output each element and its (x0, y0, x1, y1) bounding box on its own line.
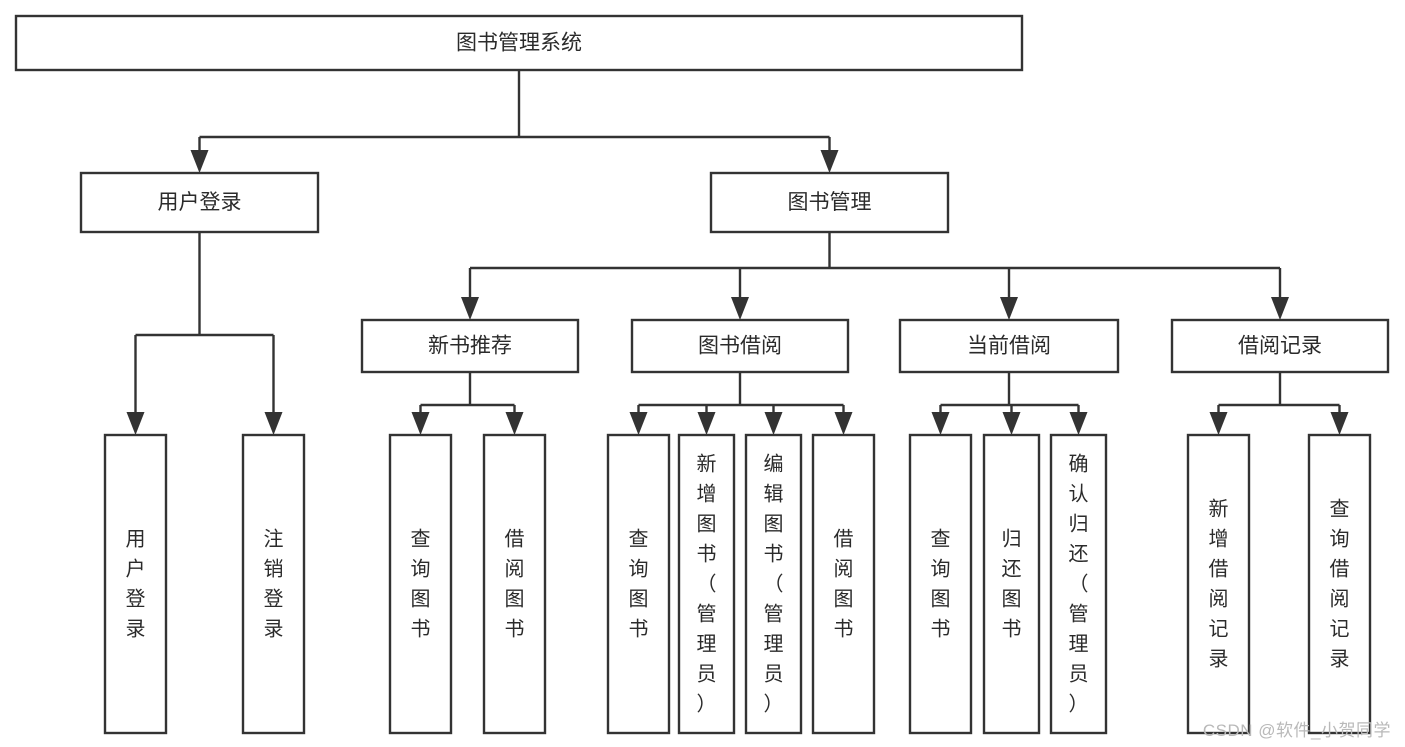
level3-node-3[interactable]: 借阅记录 (1170, 318, 1390, 374)
leaf-node-box[interactable] (811, 433, 876, 735)
leaf-node-2[interactable]: 查询图书 (388, 433, 453, 735)
link-l3-0-to-leaf-0-arrowhead (411, 412, 430, 435)
link-l3-1-to-leaf-1-arrowhead (697, 412, 716, 435)
leaf-node-label: 用户登录 (126, 529, 146, 641)
leaf-node-label: 查询图书 (629, 528, 649, 641)
leaf-node-label: 确认归还（管理员） (1069, 453, 1089, 716)
leaf-node-box[interactable] (482, 433, 547, 735)
link-l3-0-to-leaf-1-arrowhead (505, 412, 524, 435)
link-l3-2-to-leaf-0-arrowhead (931, 412, 950, 435)
level2-node-label: 用户登录 (158, 191, 242, 214)
leaf-node-5[interactable]: 新增图书（管理员） (677, 433, 736, 735)
leaf-node-11[interactable]: 新增借阅记录 (1186, 433, 1251, 735)
link-mgmt-to-l3-2-arrowhead (1000, 297, 1018, 320)
link-l3-3-to-leaf-1-arrowhead (1330, 412, 1349, 435)
level2-node-1[interactable]: 图书管理 (709, 171, 950, 234)
connector-group (126, 70, 1349, 435)
root-node-label: 图书管理系统 (456, 32, 582, 55)
leaf-node-label: 新增借阅记录 (1209, 498, 1229, 671)
link-root-to-l2-1-arrowhead (820, 150, 839, 173)
level3-node-1[interactable]: 图书借阅 (630, 318, 850, 374)
leaf-node-8[interactable]: 查询图书 (908, 433, 973, 735)
link-l3-3-to-leaf-0-arrowhead (1209, 412, 1228, 435)
link-root-to-l2-0-arrowhead (190, 150, 209, 173)
link-l3-1-to-leaf-3-arrowhead (834, 412, 853, 435)
leaf-node-box[interactable] (982, 433, 1041, 735)
level3-node-box[interactable] (898, 318, 1120, 374)
leaf-node-label: 查询图书 (931, 528, 951, 641)
link-mgmt-to-l3-0-arrowhead (461, 297, 479, 320)
link-userlogin-to-leaf-0-arrowhead (126, 412, 145, 435)
link-l3-2-to-leaf-2-arrowhead (1069, 412, 1088, 435)
leaf-node-box[interactable] (1049, 433, 1108, 735)
leaf-node-box[interactable] (241, 433, 306, 735)
leaf-node-box[interactable] (677, 433, 736, 735)
root-node-box[interactable] (14, 14, 1024, 72)
level3-node-2[interactable]: 当前借阅 (898, 318, 1120, 374)
leaf-node-box[interactable] (606, 433, 671, 735)
root-node-0[interactable]: 图书管理系统 (14, 14, 1024, 72)
leaf-node-7[interactable]: 借阅图书 (811, 433, 876, 735)
leaf-node-12[interactable]: 查询借阅记录 (1307, 433, 1372, 735)
level2-node-0[interactable]: 用户登录 (79, 171, 320, 234)
leaf-node-0[interactable]: 用户登录 (103, 433, 168, 735)
leaf-node-label: 查询图书 (411, 528, 431, 641)
leaf-node-1[interactable]: 注销登录 (241, 433, 306, 735)
level3-node-label: 借阅记录 (1238, 335, 1322, 358)
node-group: 图书管理系统用户登录图书管理新书推荐图书借阅当前借阅借阅记录用户登录注销登录查询… (14, 14, 1390, 735)
leaf-node-label: 新增图书（管理员） (697, 453, 717, 716)
leaf-node-label: 注销登录 (264, 528, 284, 641)
leaf-node-6[interactable]: 编辑图书（管理员） (744, 433, 803, 735)
leaf-node-4[interactable]: 查询图书 (606, 433, 671, 735)
leaf-node-3[interactable]: 借阅图书 (482, 433, 547, 735)
link-l3-2-to-leaf-1-arrowhead (1002, 412, 1021, 435)
leaf-node-10[interactable]: 确认归还（管理员） (1049, 433, 1108, 735)
level3-node-box[interactable] (1170, 318, 1390, 374)
level2-node-box[interactable] (709, 171, 950, 234)
leaf-node-label: 编辑图书（管理员） (764, 453, 784, 716)
leaf-node-box[interactable] (1186, 433, 1251, 735)
link-l3-1-to-leaf-0-arrowhead (629, 412, 648, 435)
link-mgmt-to-l3-3-arrowhead (1271, 297, 1289, 320)
link-mgmt-to-l3-1-arrowhead (731, 297, 749, 320)
leaf-node-box[interactable] (908, 433, 973, 735)
leaf-node-label: 借阅图书 (505, 528, 525, 641)
level2-node-box[interactable] (79, 171, 320, 234)
leaf-node-9[interactable]: 归还图书 (982, 433, 1041, 735)
level3-node-box[interactable] (360, 318, 580, 374)
leaf-node-label: 归还图书 (1002, 528, 1022, 641)
level3-node-label: 当前借阅 (967, 335, 1051, 358)
level2-node-label: 图书管理 (788, 191, 872, 214)
leaf-node-box[interactable] (1307, 433, 1372, 735)
link-userlogin-to-leaf-1-arrowhead (264, 412, 283, 435)
leaf-node-label: 查询借阅记录 (1330, 498, 1350, 671)
leaf-node-box[interactable] (388, 433, 453, 735)
level3-node-0[interactable]: 新书推荐 (360, 318, 580, 374)
level3-node-label: 图书借阅 (698, 335, 782, 358)
leaf-node-box[interactable] (103, 433, 168, 735)
leaf-node-label: 借阅图书 (834, 528, 854, 641)
level3-node-label: 新书推荐 (428, 335, 512, 358)
leaf-node-box[interactable] (744, 433, 803, 735)
level3-node-box[interactable] (630, 318, 850, 374)
link-l3-1-to-leaf-2-arrowhead (764, 412, 783, 435)
